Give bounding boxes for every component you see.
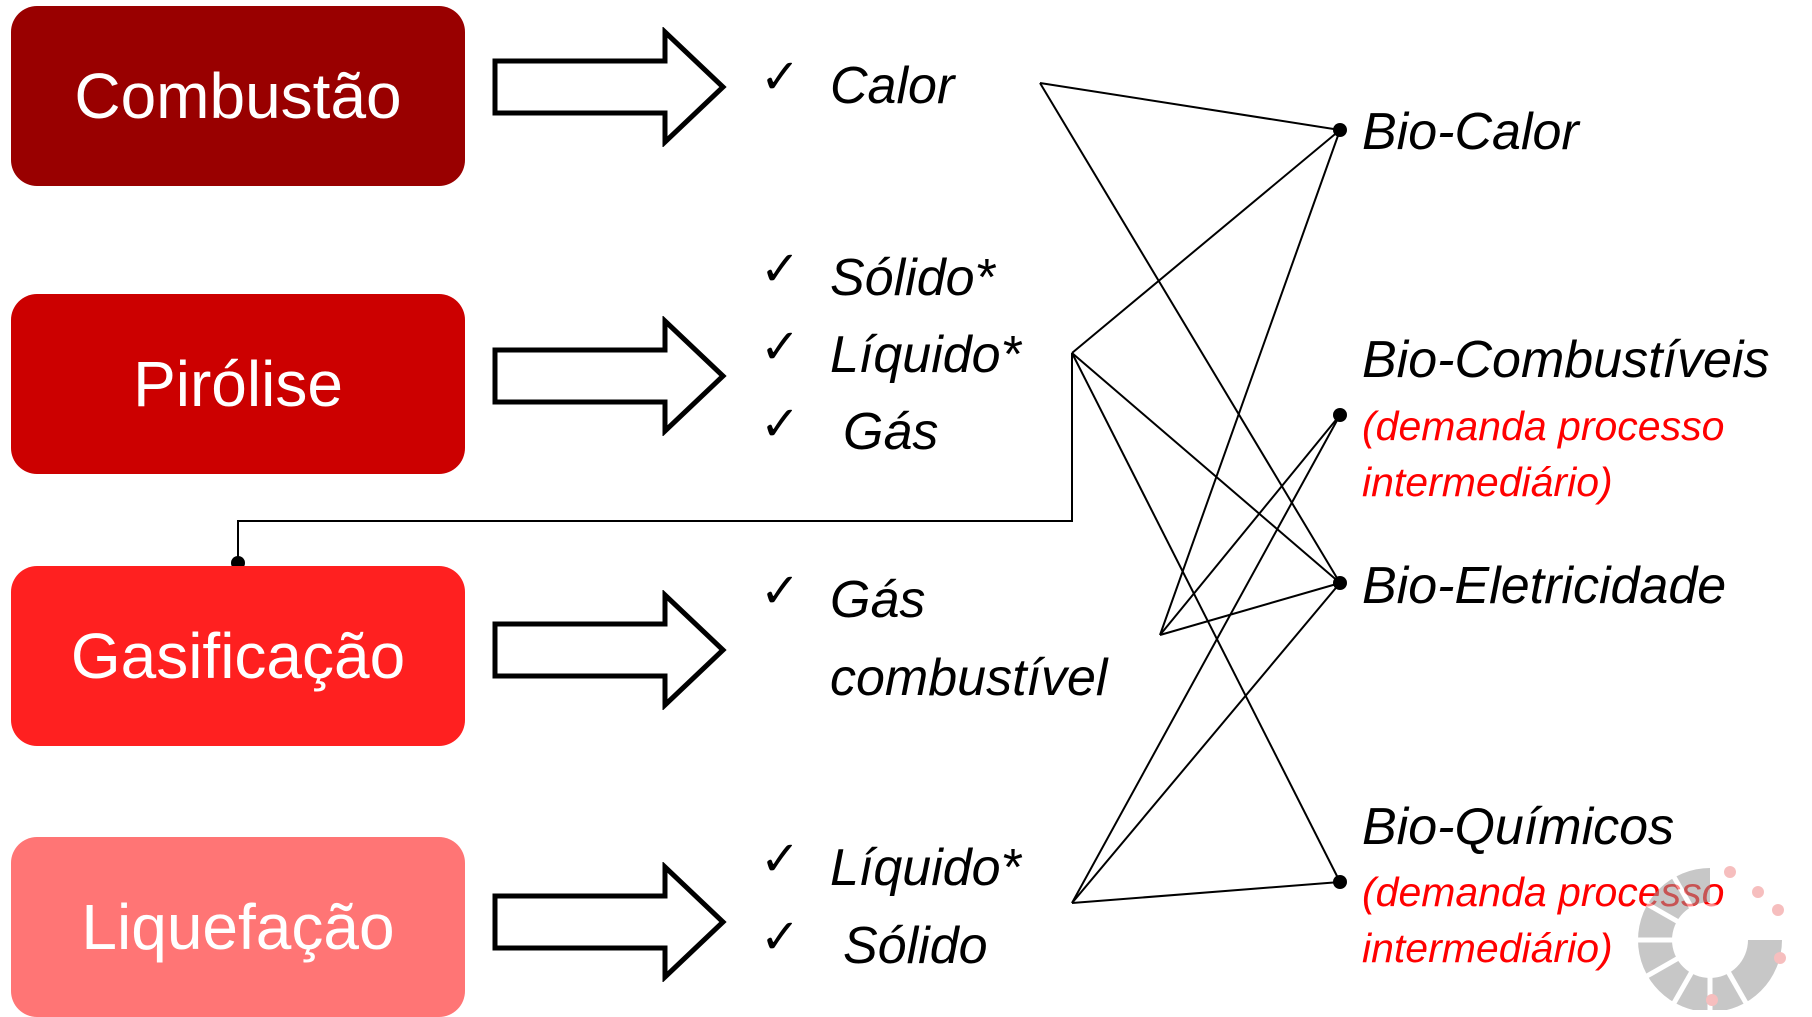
output-solido: Sólido* xyxy=(830,249,995,307)
output-solido-liq: Sólido xyxy=(843,917,988,975)
target-bio-calor: Bio-Calor xyxy=(1362,103,1579,161)
check-icon: ✓ xyxy=(760,398,801,451)
right-arrow-icon xyxy=(492,862,727,982)
line-pirolise-bioeletricidade xyxy=(1071,352,1341,584)
target-bio-combustiveis-note-1: (demanda processo xyxy=(1362,403,1725,449)
line-gas-bioeletricidade xyxy=(1159,582,1341,636)
check-icon: ✓ xyxy=(760,243,801,296)
target-bio-combustiveis: Bio-Combustíveis xyxy=(1362,331,1770,389)
process-label: Combustão xyxy=(74,60,402,132)
line-calor-biocalor xyxy=(1039,82,1341,131)
line-gas-biocalor xyxy=(1159,129,1341,636)
process-label: Pirólise xyxy=(133,348,343,420)
process-label: Liquefação xyxy=(81,891,395,963)
target-bio-eletricidade: Bio-Eletricidade xyxy=(1362,557,1727,615)
node-bioquimicos xyxy=(1333,875,1347,889)
output-gas-combustivel-1: Gás xyxy=(830,571,926,629)
right-arrow-icon xyxy=(492,27,727,147)
process-label: Gasificação xyxy=(70,620,406,692)
process-pirolise: Pirólise xyxy=(11,294,465,474)
right-arrow-icon xyxy=(492,590,727,710)
check-icon: ✓ xyxy=(760,565,801,618)
process-liquefacao: Liquefação xyxy=(11,837,465,1017)
line-liq-bioeletricidade xyxy=(1071,582,1341,904)
target-bio-combustiveis-note-2: intermediário) xyxy=(1362,459,1613,505)
check-icon: ✓ xyxy=(760,911,801,964)
target-bio-quimicos: Bio-Químicos xyxy=(1362,798,1675,856)
line-liq-bioquimicos xyxy=(1071,881,1341,904)
node-biocombustiveis xyxy=(1333,408,1347,422)
line-pirolise-bioquimicos xyxy=(1071,352,1341,883)
check-icon: ✓ xyxy=(760,51,801,104)
check-icon: ✓ xyxy=(760,321,801,374)
node-bioeletricidade xyxy=(1333,576,1347,590)
line-liq-biocombustiveis xyxy=(1071,414,1341,904)
line-pirolise-biocalor xyxy=(1071,129,1341,354)
output-calor: Calor xyxy=(830,57,955,115)
line-calor-bioeletricidade xyxy=(1039,82,1341,584)
right-arrow-icon xyxy=(492,316,727,436)
output-liquido: Líquido* xyxy=(830,326,1021,384)
line-gas-biocombustiveis xyxy=(1159,414,1341,636)
output-gas-combustivel-2: combustível xyxy=(830,649,1108,707)
node-biocalor xyxy=(1333,123,1347,137)
check-icon: ✓ xyxy=(760,833,801,886)
process-gasificacao: Gasificação xyxy=(11,566,465,746)
output-liquido-liq: Líquido* xyxy=(830,839,1021,897)
university-logo-icon xyxy=(1638,866,1786,1010)
target-bio-quimicos-note-2: intermediário) xyxy=(1362,925,1613,971)
process-combustao: Combustão xyxy=(11,6,465,186)
output-gas: Gás xyxy=(843,403,939,461)
